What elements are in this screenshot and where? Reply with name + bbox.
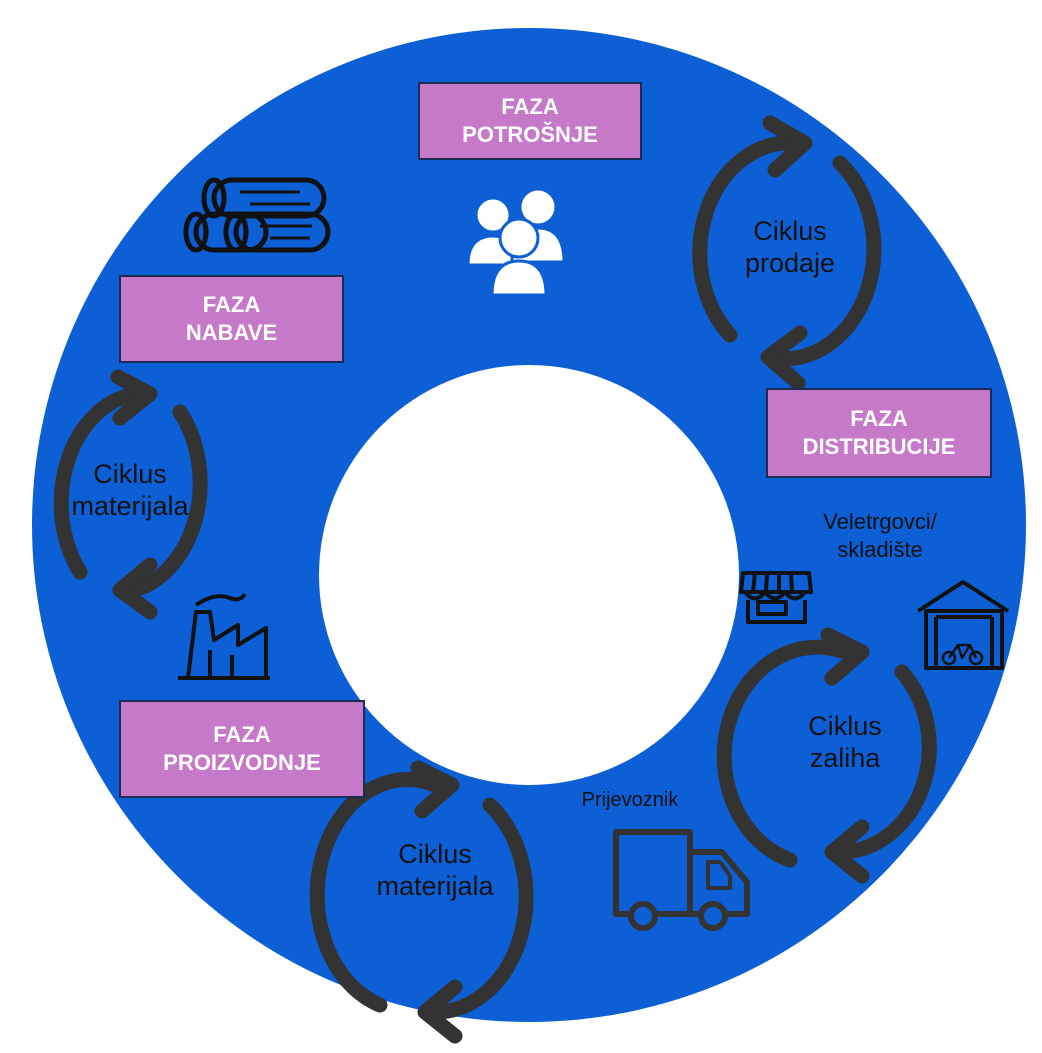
people-icon — [466, 187, 566, 297]
carrier-label: Prijevoznik — [560, 786, 700, 814]
phase-distribution-line2: DISTRIBUCIJE — [802, 434, 956, 459]
warehouse-bike-icon — [916, 580, 1010, 670]
phase-production-box: FAZA PROIZVODNJE — [119, 700, 365, 798]
cycle-inventory-line2: zaliha — [809, 743, 881, 773]
phase-consumption-line1: FAZA — [501, 94, 559, 119]
cycle-sales-line2: prodaje — [744, 248, 836, 278]
wholesalers-line1: Veletrgovci/ — [823, 509, 937, 534]
cycle-sales-line1: Ciklus — [753, 216, 827, 246]
cycle-inventory-label: Ciklus zaliha — [775, 710, 915, 774]
phase-procurement-line1: FAZA — [202, 292, 261, 317]
factory-icon — [178, 592, 270, 680]
cycle-arrows-sales — [692, 115, 882, 391]
phase-production-line2: PROIZVODNJE — [163, 750, 321, 775]
store-icon — [739, 571, 813, 624]
phase-procurement-line2: NABAVE — [185, 320, 278, 345]
cycle-materials-left-label: Ciklus materijala — [55, 458, 205, 522]
cycle-arrows-materials-left — [53, 369, 208, 620]
cycle-inventory-line1: Ciklus — [808, 711, 882, 741]
phase-consumption-box: FAZA POTROŠNJE — [418, 82, 642, 160]
cycle-materials-left-line2: materijala — [71, 491, 189, 521]
cycle-materials-left-line1: Ciklus — [93, 459, 167, 489]
wholesalers-label: Veletrgovci/ skladište — [795, 508, 965, 564]
cycle-sales-label: Ciklus prodaje — [720, 215, 860, 279]
phase-production-line1: FAZA — [213, 722, 271, 747]
cycle-materials-bottom-line2: materijala — [376, 871, 494, 901]
carrier-text: Prijevoznik — [581, 789, 679, 811]
cycle-arrows-materials-bottom — [309, 760, 534, 1044]
phase-procurement-box: FAZA NABAVE — [119, 275, 344, 363]
phase-distribution-line1: FAZA — [850, 406, 908, 431]
cycle-arrows-inventory — [716, 627, 937, 884]
phase-consumption-line2: POTROŠNJE — [462, 122, 598, 147]
delivery-truck-icon — [613, 829, 750, 931]
cycle-materials-bottom-line1: Ciklus — [398, 839, 472, 869]
logs-icon — [183, 177, 331, 253]
phase-distribution-box: FAZA DISTRIBUCIJE — [766, 388, 992, 478]
wholesalers-line2: skladište — [837, 537, 923, 562]
cycle-materials-bottom-label: Ciklus materijala — [355, 838, 515, 902]
